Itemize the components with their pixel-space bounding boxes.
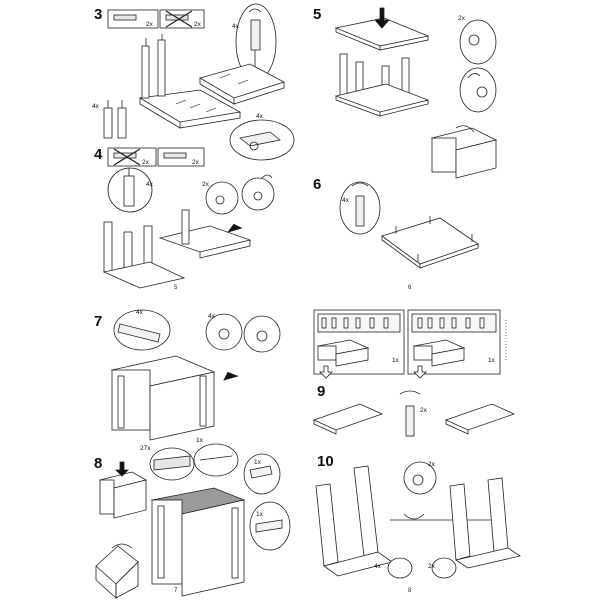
step-number-3: 3 (94, 6, 103, 23)
quantity-label: 1x (392, 357, 400, 364)
small-cabinet (98, 461, 148, 519)
page-top-right: 5 6 6 2x (300, 0, 600, 300)
step-number-9: 9 (317, 383, 326, 400)
step-number-5: 5 (313, 6, 322, 23)
finished-frame-rotating (430, 125, 498, 179)
quantity-label: 2x (194, 21, 202, 28)
cabinet-back-panel (150, 487, 246, 597)
tilted-cabinet (95, 543, 139, 599)
part-box-dowel-pair: 2x (107, 9, 159, 29)
detail-tape-c: 1x (249, 501, 291, 551)
detail-circle-cams: 2x (202, 174, 275, 215)
detail-cam-circle: 2x (390, 461, 496, 521)
quantity-label: 2x (428, 461, 436, 468)
quantity-label: 1x (196, 437, 204, 444)
step-7-frame (110, 355, 239, 441)
quantity-label: 1x (488, 357, 496, 364)
drawer-box-left: 1x (313, 309, 405, 379)
page-bottom-left: 7 8 7 4x 4x (0, 300, 300, 600)
detail-screws: 4x (113, 309, 171, 351)
detail-leg-dowels: 4x (92, 100, 127, 139)
page-bottom-right: 9 10 8 1x (300, 300, 600, 600)
step-number-10: 10 (317, 453, 334, 470)
page-top-left: 3 4 5 2x 2x 4x (0, 0, 300, 300)
steps-5-6-illustration: 2x 4x (334, 7, 498, 269)
detail-circle-dowels: 4x (107, 167, 154, 213)
part-box-crossed-out: 2x (159, 9, 205, 29)
quantity-label: 4x (232, 23, 240, 30)
steps-9-10-illustration: 1x 1x (312, 309, 521, 579)
detail-cam-locks: 4x (205, 313, 281, 353)
quantity-label: 2x (428, 563, 436, 570)
step-number-8: 8 (94, 455, 103, 472)
step-6-panel (381, 216, 479, 269)
step-4-assembly (102, 209, 252, 289)
page-number: 5 (174, 285, 178, 291)
part-box-crossed-out: 2x (107, 147, 157, 167)
drawer-box-right: 1x (407, 309, 501, 379)
steps-3-4-illustration: 2x 2x 4x (92, 3, 295, 289)
detail-dowel-insert: 4x (339, 181, 381, 235)
step-9-panels: 2x (312, 390, 516, 437)
panel-with-legs (138, 34, 242, 129)
quantity-label: 4x (342, 197, 350, 204)
quantity-label: 4x (92, 103, 100, 110)
detail-nails: 27x (140, 445, 195, 481)
step-5-assembly (334, 7, 430, 117)
quantity-label: 2x (420, 407, 428, 414)
second-panel (198, 63, 286, 105)
steps-7-8-illustration: 4x 4x 27x (95, 309, 291, 599)
detail-circles-cams: 2x (458, 15, 497, 113)
page-number: 6 (408, 285, 412, 291)
part-box-dowel-pair: 2x (157, 147, 205, 167)
quantity-label: 1x (256, 511, 264, 518)
quantity-label: 2x (142, 159, 150, 166)
quantity-label: 4x (208, 313, 216, 320)
quantity-label: 2x (458, 15, 466, 22)
step-10-left-side (315, 465, 393, 577)
detail-cam-lock: 4x (229, 113, 295, 161)
quantity-label: 4x (374, 563, 382, 570)
quantity-label: 4x (256, 113, 264, 120)
quantity-label: 4x (146, 181, 154, 188)
step-number-4: 4 (94, 146, 103, 163)
quantity-label: 2x (192, 159, 200, 166)
step-number-6: 6 (313, 176, 322, 193)
detail-tape-a: 1x (193, 437, 239, 477)
page-number: 8 (408, 588, 412, 594)
quantity-label: 27x (140, 445, 151, 452)
bottom-dowel-circles: 4x 2x (374, 557, 457, 579)
quantity-label: 1x (254, 459, 262, 466)
step-number-7: 7 (94, 313, 103, 330)
step-10-right-side (449, 477, 521, 569)
quantity-label: 4x (136, 309, 144, 316)
detail-tape-b: 1x (243, 453, 281, 495)
page-number: 7 (174, 588, 178, 594)
quantity-label: 2x (146, 21, 154, 28)
quantity-label: 2x (202, 181, 210, 188)
